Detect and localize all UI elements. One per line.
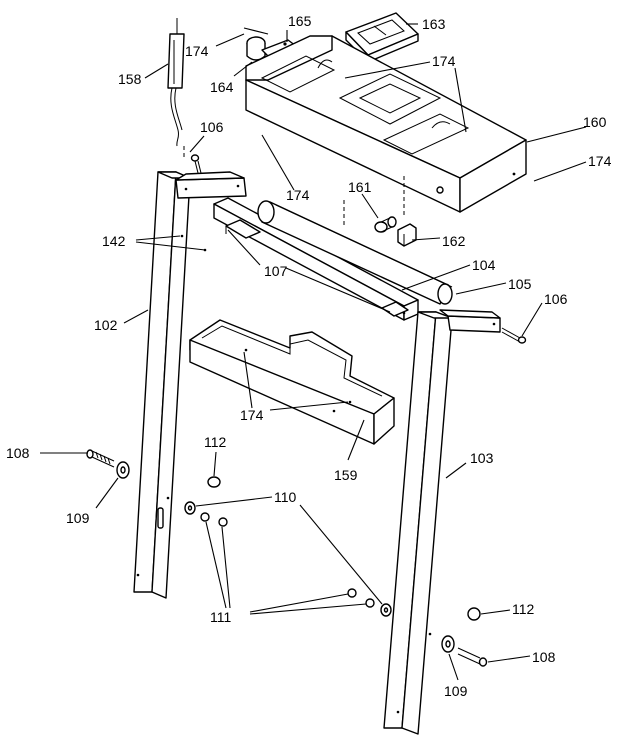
part-104-crossbeam [213,197,419,321]
part-103-right-upright [383,311,453,735]
label-158: 158 [118,71,142,87]
leader-lines [40,23,587,681]
label-174-tray: 174 [240,407,264,423]
part-160-console-housing [245,35,527,213]
label-163: 163 [422,16,446,32]
label-108-left: 108 [6,445,30,461]
label-174-right: 174 [588,153,612,169]
label-106-right: 106 [544,291,568,307]
part-108-bolt-left [86,449,115,468]
label-174-console: 174 [432,53,456,69]
label-103: 103 [470,450,494,466]
part-110-111-right-hardware [347,588,392,617]
label-174-mid: 174 [286,187,310,203]
part-159-tray [189,319,395,445]
label-159: 159 [334,467,358,483]
label-165: 165 [288,13,312,29]
part-112-nut-left [207,476,221,488]
label-102: 102 [94,317,118,333]
label-161: 161 [348,179,372,195]
label-109-left: 109 [66,510,90,526]
label-109-right: 109 [444,683,468,699]
part-105-roller [257,200,453,305]
label-174-top: 174 [185,43,209,59]
label-108-right: 108 [532,649,556,665]
label-104: 104 [472,257,496,273]
left-top-bracket [175,171,247,199]
part-102-left-upright [133,171,191,599]
label-111: 111 [210,609,231,625]
label-112-left: 112 [204,434,227,450]
part-163-console-display [345,12,419,63]
part-110-111-left-hardware [184,501,228,527]
right-top-bracket [439,309,501,333]
part-162-clip [397,223,417,247]
label-142: 142 [102,233,126,249]
label-162: 162 [442,233,466,249]
label-164: 164 [210,79,234,95]
label-105: 105 [508,276,532,292]
part-161-knob [374,216,397,233]
part-158-sensor-wire [167,18,185,147]
label-107: 107 [264,263,288,279]
part-108-bolt-right [457,647,488,667]
callout-labels: 158 174 165 163 164 174 106 160 174 174 … [6,13,612,699]
label-110: 110 [274,489,297,505]
label-160: 160 [583,114,607,130]
label-106-top: 106 [200,119,224,135]
part-106-bolt-right [501,327,527,344]
part-164-165-magnet [246,36,297,61]
part-109-washer-left [116,461,130,479]
part-109-washer-right [441,635,455,653]
part-112-nut-right [467,607,481,621]
label-112-right: 112 [512,601,535,617]
part-107-brackets [225,219,409,317]
